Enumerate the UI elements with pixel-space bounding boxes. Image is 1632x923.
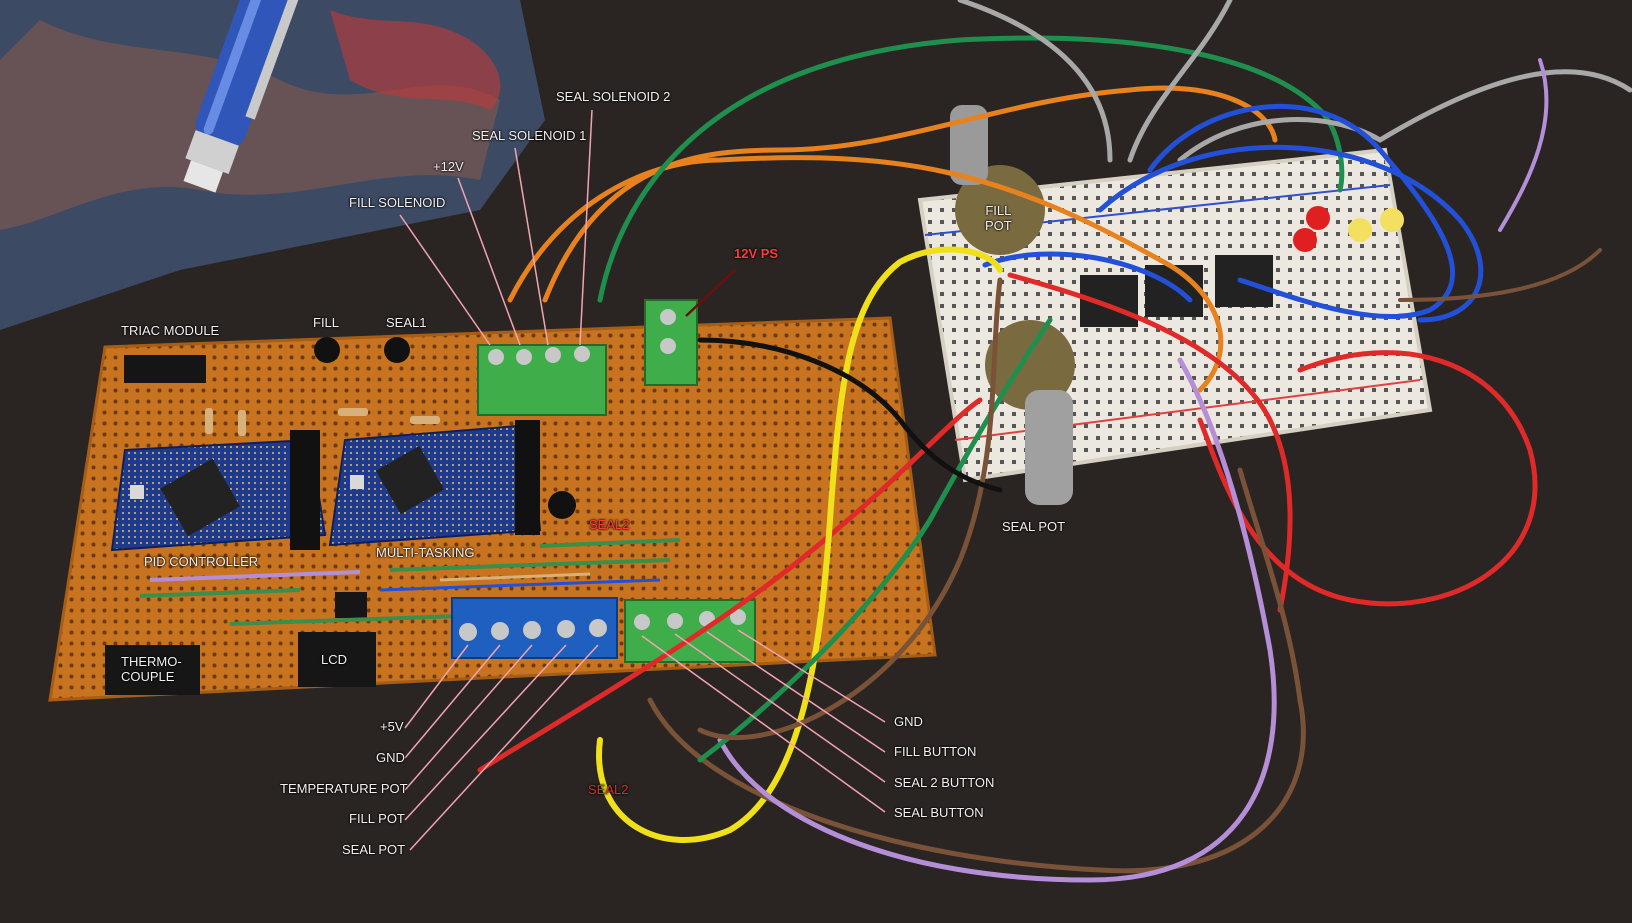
pcb-wire <box>229 614 461 626</box>
yellow-led <box>1380 208 1404 232</box>
resistor <box>410 416 440 424</box>
pcb-wire <box>379 578 661 592</box>
label-temperature-pot: TEMPERATURE POT <box>280 781 408 796</box>
thermocouple-header <box>105 645 200 695</box>
pcb-wire <box>539 538 681 548</box>
label-fill-button: FILL BUTTON <box>894 744 977 759</box>
label-fill-pot-breadboard: FILL POT <box>985 203 1012 234</box>
pcb-wire <box>439 572 591 582</box>
arduino-multitasking <box>328 420 542 547</box>
arduino-pid <box>110 430 327 552</box>
label-gnd-right: GND <box>894 714 923 729</box>
label-thermo-line1: THERMO- <box>121 654 182 669</box>
label-seal1: SEAL1 <box>386 315 427 330</box>
solenoid-terminal-block <box>477 344 607 416</box>
push-button <box>1145 265 1203 317</box>
label-multi-tasking: MULTI-TASKING <box>376 545 475 560</box>
cloth-mat-pattern <box>0 20 500 230</box>
fill-transistor <box>314 337 340 363</box>
seal2-transistor <box>548 491 576 519</box>
pcb-wire <box>139 588 301 598</box>
label-seal-button: SEAL BUTTON <box>894 805 984 820</box>
label-seal2-button: SEAL 2 BUTTON <box>894 775 995 790</box>
label-gnd-left: GND <box>376 750 405 765</box>
label-thermo-line2: COUPLE <box>121 668 175 684</box>
label-plus12v: +12V <box>433 159 464 174</box>
label-fill-pot-line1: FILL <box>985 203 1012 218</box>
triac-module-header <box>124 355 206 383</box>
pot-terminal-block <box>451 597 618 659</box>
label-pid-controller: PID CONTROLLER <box>144 554 259 569</box>
seal1-transistor <box>384 337 410 363</box>
lcd-header <box>298 632 376 687</box>
label-seal2-bottom: SEAL2 <box>588 782 629 797</box>
pcb-wire <box>149 570 361 582</box>
label-12v-ps: 12V PS <box>734 246 779 261</box>
label-plus5v: +5V <box>380 719 404 734</box>
small-header <box>335 592 367 618</box>
yellow-led <box>1348 218 1372 242</box>
pen <box>183 0 303 193</box>
label-fill-pot: FILL POT <box>349 811 405 826</box>
label-seal-solenoid-1: SEAL SOLENOID 1 <box>472 128 587 143</box>
label-triac-module: TRIAC MODULE <box>121 323 220 338</box>
red-led <box>1306 206 1330 230</box>
red-led <box>1293 228 1317 252</box>
pcb-wire <box>389 558 671 572</box>
label-lcd: LCD <box>321 652 348 667</box>
resistor <box>338 408 368 416</box>
resistor <box>205 408 213 434</box>
label-seal-pot: SEAL POT <box>342 842 406 857</box>
label-seal-pot-breadboard: SEAL POT <box>1002 519 1066 534</box>
label-fill-solenoid: FILL SOLENOID <box>349 195 446 210</box>
label-fill: FILL <box>313 315 340 330</box>
cloth-mat-pattern-2 <box>330 10 501 110</box>
label-lines <box>399 109 886 851</box>
fill-pot-knob <box>950 105 1045 255</box>
label-seal2-pcb: SEAL2 <box>589 517 630 532</box>
ps-arrow <box>685 269 736 317</box>
label-fill-pot-line2: POT <box>985 217 1012 233</box>
resistor <box>238 410 246 436</box>
label-seal-solenoid-2: SEAL SOLENOID 2 <box>556 89 671 104</box>
jumper-wires <box>477 0 1632 883</box>
label-thermocouple: THERMO- COUPLE <box>121 654 182 685</box>
